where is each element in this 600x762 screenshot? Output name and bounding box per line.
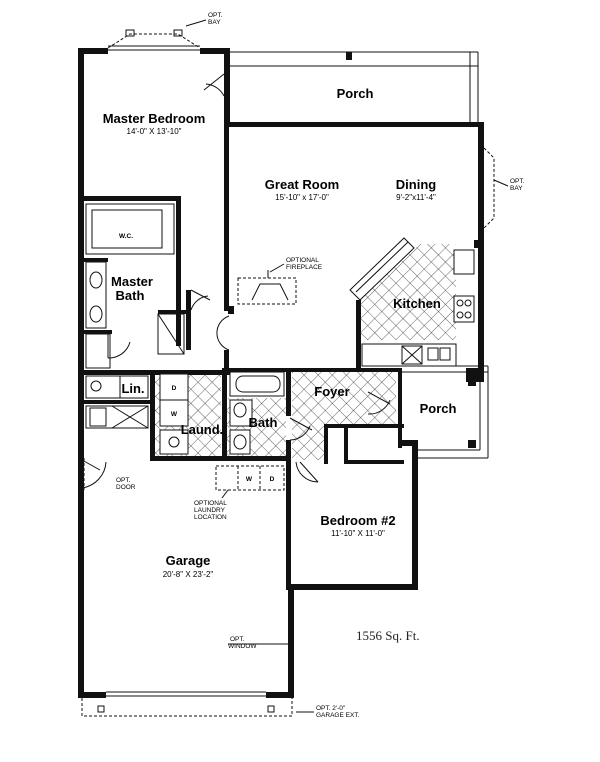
kitchen-fixtures	[349, 237, 475, 367]
master-bath-label-2: Bath	[116, 288, 145, 303]
opt-door-note-1: OPT.	[116, 477, 131, 484]
porch-top-label: Porch	[337, 86, 374, 101]
opt-washer-label: W	[246, 476, 253, 483]
opt-window-note-2: WINDOW	[228, 643, 257, 650]
bedroom2-dims: 11'-10" X 11'-0"	[331, 529, 385, 538]
master-bath-fixtures	[85, 203, 185, 369]
garage-ext-note-2: GARAGE EXT.	[316, 712, 360, 719]
master-bath-label-1: Master	[111, 274, 153, 289]
appliance-labels: D W W D	[171, 385, 275, 483]
opt-bay-right-note-2: BAY	[510, 185, 523, 192]
laundry-appliances	[159, 373, 189, 455]
bath-fixtures	[229, 371, 285, 455]
dryer-label: D	[172, 385, 177, 392]
washer-label: W	[171, 411, 178, 418]
foyer-label: Foyer	[314, 384, 349, 399]
opt-laundry-note-2: LAUNDRY	[194, 507, 226, 514]
master-bedroom-dims: 14'-0" X 13'-10"	[127, 127, 182, 136]
opt-laundry-note-3: LOCATION	[194, 514, 227, 521]
hall-closets	[85, 375, 149, 429]
porch-front-label: Porch	[420, 401, 457, 416]
laundry-label: Laund.	[181, 422, 224, 437]
fireplace-note-2: FIREPLACE	[286, 264, 323, 271]
garage-extension	[81, 698, 293, 717]
leader-lines	[185, 19, 509, 713]
room-labels: Porch Master Bedroom 14'-0" X 13'-10" Gr…	[103, 86, 457, 579]
opt-door-note-2: DOOR	[116, 484, 136, 491]
garage-label: Garage	[166, 553, 211, 568]
great-room-dims: 15'-10" x 17'-0"	[275, 193, 329, 202]
opt-bay-right	[483, 147, 495, 229]
dining-label: Dining	[396, 177, 436, 192]
doors	[81, 73, 391, 490]
opt-bay-right-note-1: OPT.	[510, 178, 525, 185]
opt-bay-top-note-1: OPT.	[208, 12, 223, 19]
plan-notes: OPT. BAY OPT. BAY OPTIONAL FIREPLACE OPT…	[116, 12, 525, 719]
linen-label: Lin.	[121, 381, 144, 396]
master-bedroom-label: Master Bedroom	[103, 111, 206, 126]
opt-bay-top-note-2: BAY	[208, 19, 221, 26]
opt-dryer-label: D	[270, 476, 275, 483]
garage-dims: 20'-8" X 23'-2"	[163, 570, 214, 579]
bath-label: Bath	[249, 415, 278, 430]
optional-fireplace	[237, 270, 297, 305]
bedroom2-label: Bedroom #2	[320, 513, 395, 528]
optional-laundry-location	[215, 465, 285, 499]
wc-label: W.C.	[119, 233, 133, 240]
fireplace-note-1: OPTIONAL	[286, 257, 319, 264]
dividers	[228, 52, 480, 314]
square-footage: 1556 Sq. Ft.	[356, 628, 420, 643]
opt-window-note-1: OPT.	[230, 636, 245, 643]
opt-laundry-note-1: OPTIONAL	[194, 500, 227, 507]
great-room-label: Great Room	[265, 177, 339, 192]
windows	[78, 122, 484, 697]
garage-ext-note-1: OPT. 2'-0"	[316, 705, 346, 712]
dining-dims: 9'-2"x11'-4"	[396, 193, 436, 202]
kitchen-label: Kitchen	[393, 296, 441, 311]
opt-bay-top	[107, 29, 201, 51]
exterior-walls	[78, 48, 484, 698]
porch-top-outline	[230, 51, 479, 122]
